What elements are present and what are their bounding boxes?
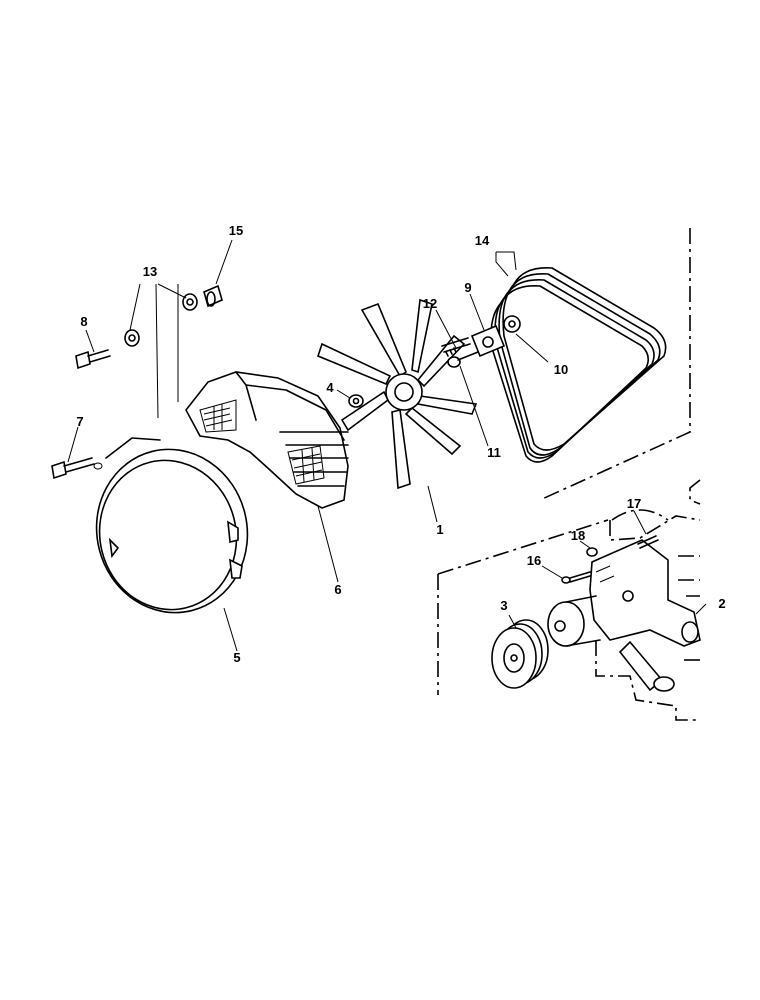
belt-group-boundary bbox=[539, 228, 691, 501]
callout-13: 13 bbox=[143, 264, 157, 279]
spacer-sleeve bbox=[203, 284, 223, 308]
callout-6: 6 bbox=[334, 582, 341, 597]
callout-3: 3 bbox=[500, 598, 507, 613]
drive-belts bbox=[490, 267, 667, 463]
callout-14: 14 bbox=[475, 233, 490, 248]
pump-bolt bbox=[561, 571, 591, 584]
callout-16: 16 bbox=[527, 553, 541, 568]
leader-lines bbox=[67, 239, 707, 652]
nut bbox=[348, 394, 364, 408]
callout-7: 7 bbox=[76, 414, 83, 429]
callout-1: 1 bbox=[436, 522, 443, 537]
engine-block-outline bbox=[595, 479, 701, 721]
callout-10: 10 bbox=[554, 362, 568, 377]
pump-stud bbox=[637, 535, 659, 549]
bolt-7 bbox=[51, 457, 95, 480]
water-pump bbox=[547, 539, 701, 692]
pump-nut bbox=[586, 547, 598, 557]
grommets bbox=[124, 293, 198, 347]
callout-9: 9 bbox=[464, 280, 471, 295]
callout-18: 18 bbox=[571, 528, 585, 543]
callout-5: 5 bbox=[233, 650, 240, 665]
pump-group-boundary bbox=[437, 519, 609, 695]
pulley bbox=[491, 619, 549, 689]
callout-labels: 1 2 3 4 5 6 7 8 9 10 11 12 13 14 15 16 1… bbox=[76, 223, 725, 665]
callout-4: 4 bbox=[326, 380, 334, 395]
callout-17: 17 bbox=[627, 496, 641, 511]
callout-15: 15 bbox=[229, 223, 243, 238]
callout-8: 8 bbox=[80, 314, 87, 329]
callout-11: 11 bbox=[487, 445, 501, 460]
bolt-8 bbox=[75, 349, 111, 370]
fan-spacer-hub bbox=[441, 315, 521, 368]
callout-12: 12 bbox=[423, 296, 437, 311]
fan bbox=[317, 298, 478, 490]
callout-2: 2 bbox=[718, 596, 725, 611]
fan-shroud-ring bbox=[93, 437, 249, 614]
fan-guard bbox=[185, 371, 349, 509]
